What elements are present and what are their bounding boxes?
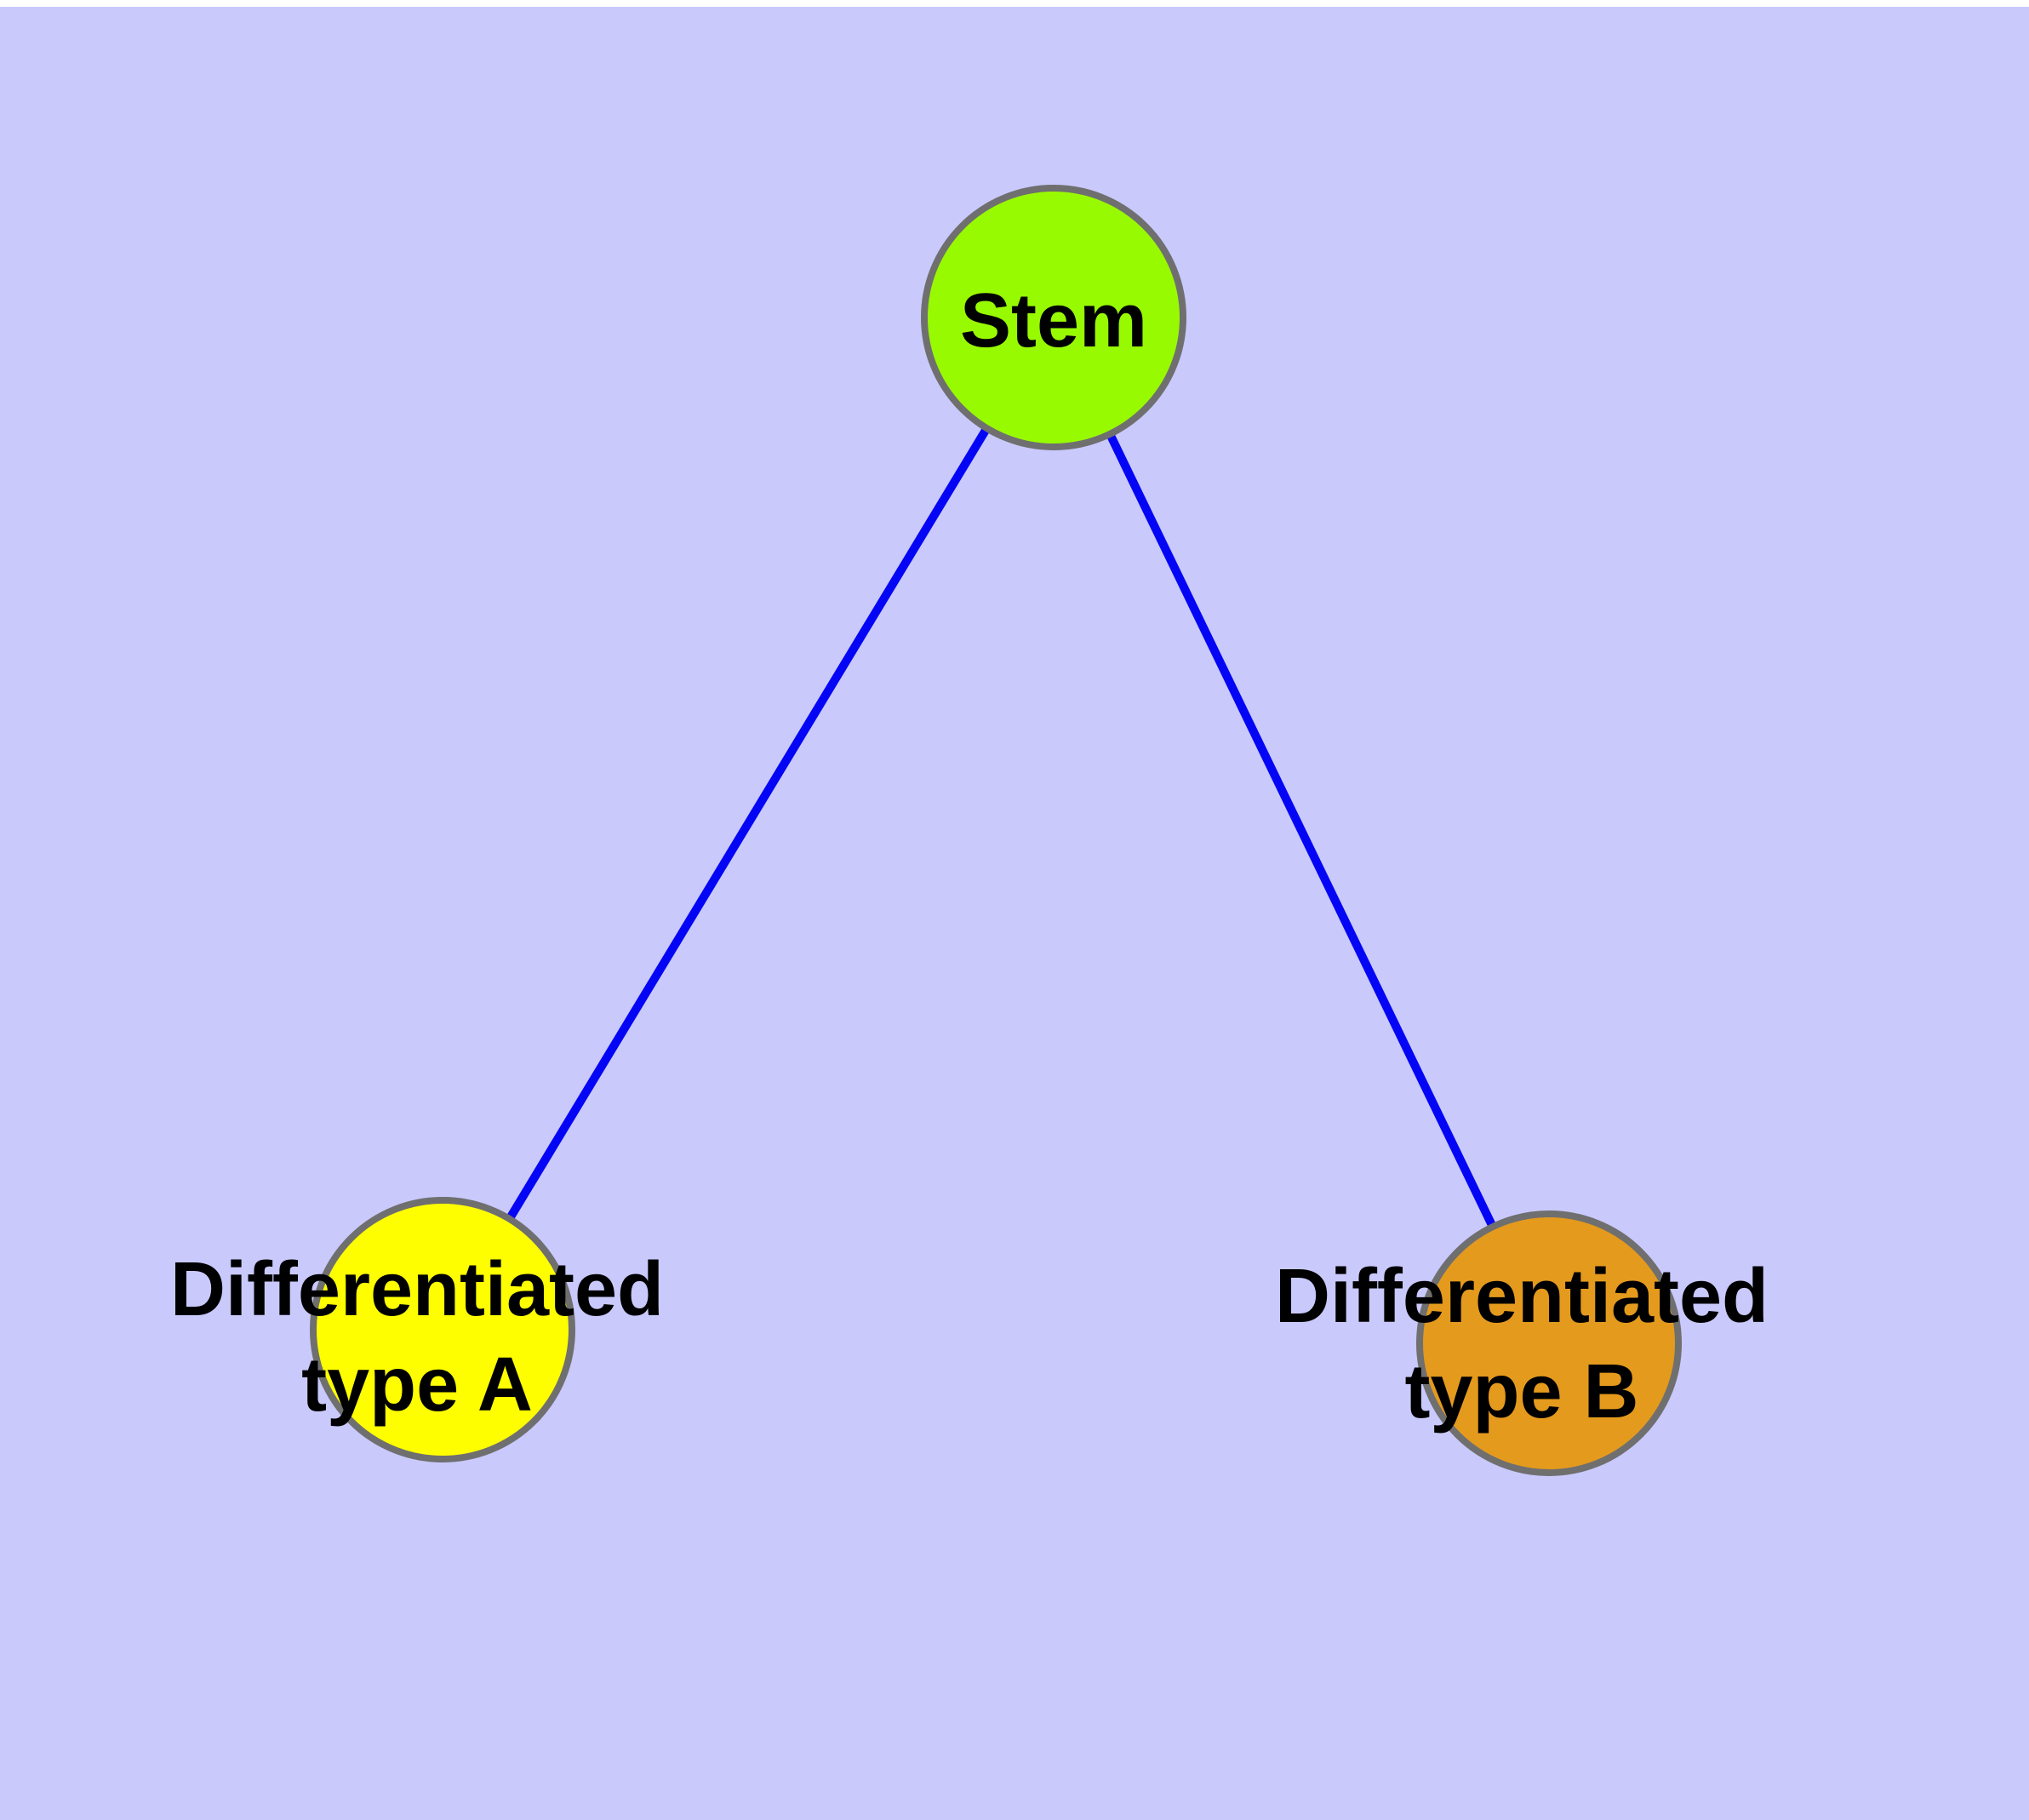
edge-stem-to-type-a <box>438 315 1058 1332</box>
node-type-b-label-line-2: type B <box>1404 1349 1638 1434</box>
node-differentiated-type-b <box>1416 1210 1682 1476</box>
node-stem <box>921 185 1186 450</box>
node-type-a-label-line-2: type A <box>301 1342 533 1428</box>
node-type-b-label-line-1: Differentiated <box>1275 1254 1769 1339</box>
node-differentiated-type-a <box>310 1197 575 1462</box>
node-type-a-label-line-1: Differentiated <box>170 1247 664 1332</box>
edge-stem-to-type-b <box>1049 315 1553 1346</box>
node-stem-label: Stem <box>960 278 1147 363</box>
